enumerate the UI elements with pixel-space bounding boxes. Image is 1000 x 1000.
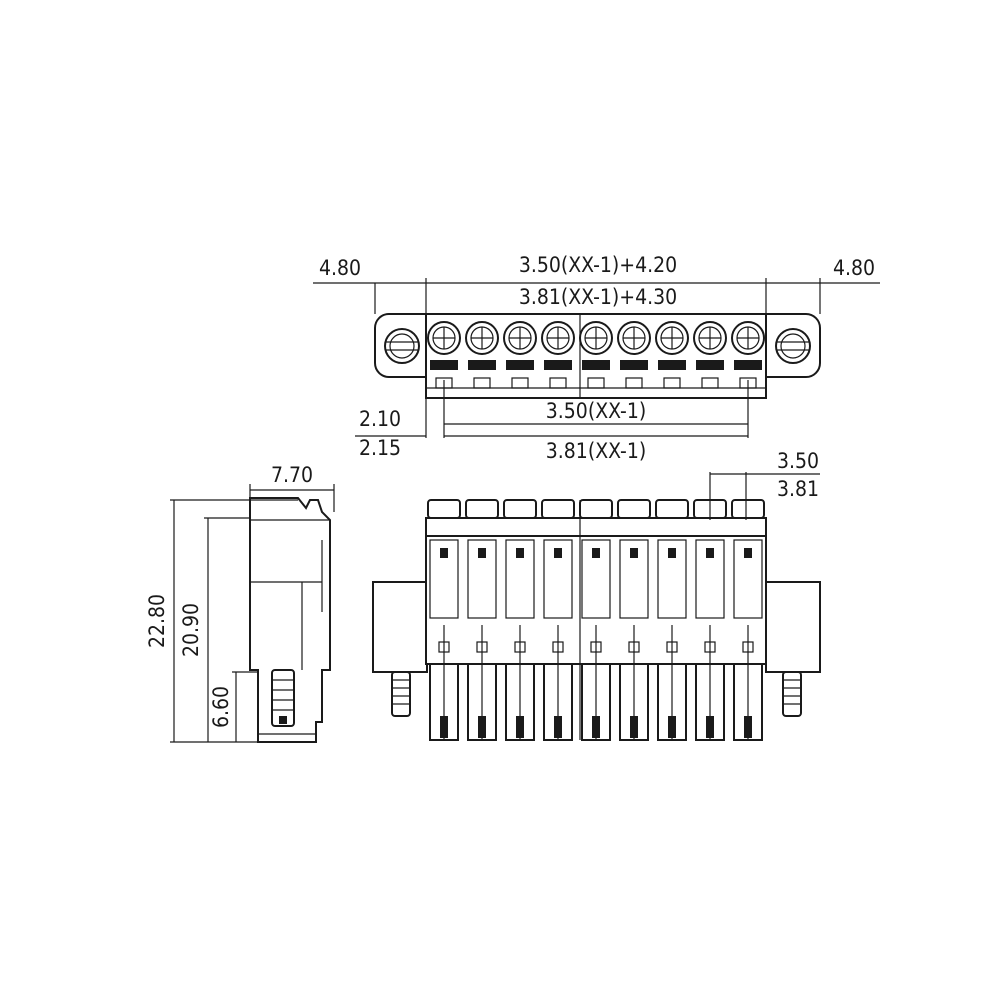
dim-top-right-overhang: 4.80	[833, 256, 875, 280]
front-view-modules	[427, 499, 765, 741]
left-mount-screw-icon	[384, 328, 420, 364]
top-view-screws	[427, 321, 765, 389]
terminal-screw-icon	[427, 321, 461, 389]
right-mount-bolt-icon	[782, 671, 802, 717]
terminal-module	[465, 499, 499, 741]
terminal-module	[655, 499, 689, 741]
pitch-dimension-lines	[709, 472, 820, 520]
terminal-screw-icon	[655, 321, 689, 389]
left-mount-bolt-icon	[391, 671, 411, 717]
terminal-screw-icon	[503, 321, 537, 389]
terminal-module	[427, 499, 461, 741]
dim-pin-span-381: 3.81(XX-1)	[546, 439, 646, 463]
dim-first-pin-offset-381: 2.15	[359, 436, 401, 460]
dim-first-pin-offset-350: 2.10	[359, 407, 401, 431]
front-left-flange	[372, 581, 428, 673]
side-view-bolt-icon	[271, 669, 295, 727]
dim-top-left-overhang: 4.80	[319, 256, 361, 280]
terminal-module	[541, 499, 575, 741]
dim-pitch-350: 3.50	[777, 449, 819, 473]
dim-overall-length-350: 3.50(XX-1)+4.20	[519, 253, 677, 277]
side-view-body	[249, 497, 331, 743]
right-mount-screw-icon	[775, 328, 811, 364]
terminal-screw-icon	[541, 321, 575, 389]
top-dimension-lines	[313, 278, 880, 438]
dim-side-width: 7.70	[271, 463, 313, 487]
side-view	[249, 497, 331, 743]
terminal-module	[731, 499, 765, 741]
terminal-module	[579, 499, 613, 741]
dim-overall-length-381: 3.81(XX-1)+4.30	[519, 285, 677, 309]
terminal-screw-icon	[579, 321, 613, 389]
top-view	[374, 313, 821, 399]
dim-side-height-total: 22.80	[145, 594, 169, 648]
terminal-screw-icon	[465, 321, 499, 389]
terminal-module	[617, 499, 651, 741]
dim-side-height-flange: 6.60	[209, 686, 233, 728]
dim-side-height-body: 20.90	[179, 603, 203, 657]
dim-pitch-381: 3.81	[777, 477, 819, 501]
dim-pin-span-350: 3.50(XX-1)	[546, 399, 646, 423]
terminal-screw-icon	[731, 321, 765, 389]
terminal-screw-icon	[693, 321, 727, 389]
side-dimension-lines	[170, 484, 335, 743]
terminal-module	[503, 499, 537, 741]
front-view	[372, 499, 821, 741]
front-right-flange	[765, 581, 821, 673]
terminal-screw-icon	[617, 321, 651, 389]
